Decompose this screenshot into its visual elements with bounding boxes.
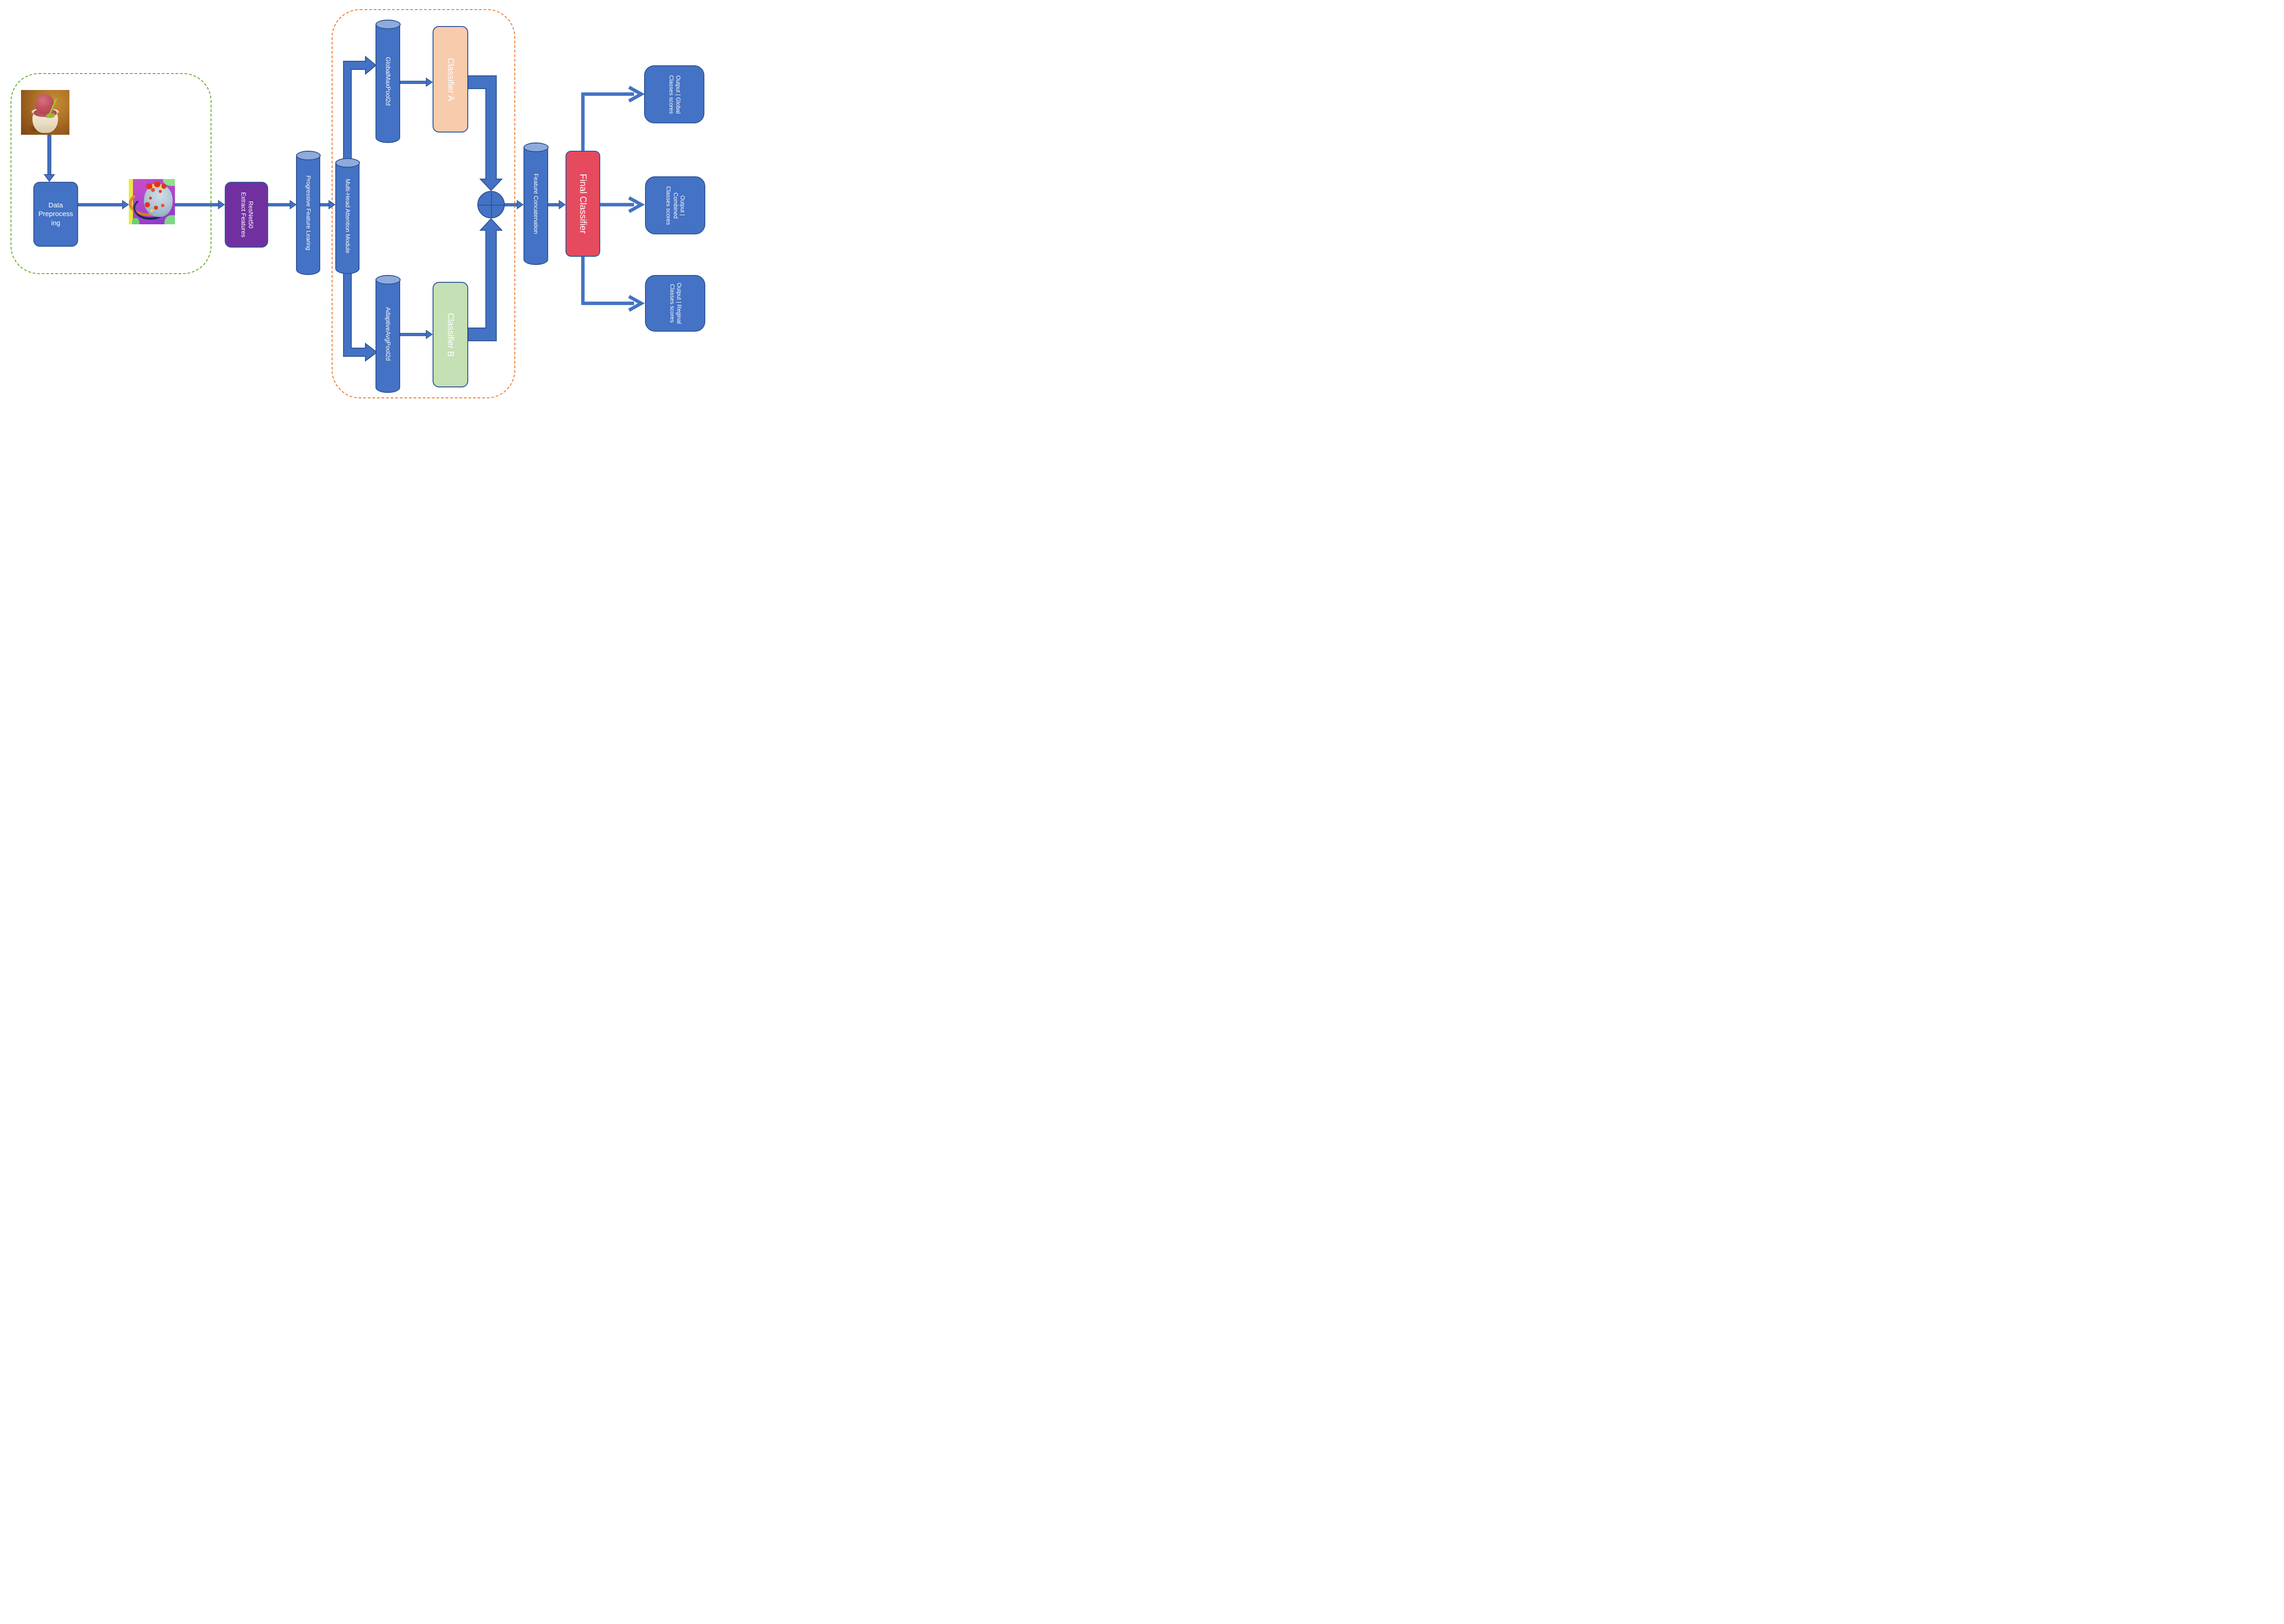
arrow-concat-to-final — [548, 200, 566, 210]
circle-plus-merge-icon — [477, 191, 505, 218]
processed-pseudocolor-image — [129, 179, 175, 224]
fat-arrow-classifier-a-to-merge — [468, 75, 503, 191]
elbow-mha-to-globalmaxpool — [343, 55, 377, 165]
node-feature-concatenation-label: Feature Concatenation — [532, 173, 539, 234]
node-output-combined: Output | Combined Classes scores — [645, 176, 705, 234]
node-adaptive-avg-pool-label: AdaptiveAvgPool2d — [385, 307, 392, 361]
processed-red-speckles — [143, 181, 173, 219]
cylinder-lid — [335, 158, 360, 168]
arrow-photo-to-preprocessing — [43, 134, 55, 182]
node-adaptive-avg-pool: AdaptiveAvgPool2d — [375, 275, 401, 393]
cylinder-lid — [296, 150, 321, 160]
fat-arrow-classifier-b-to-merge — [468, 218, 503, 341]
node-resnet50: ResNet50 Extract Features — [225, 182, 268, 248]
input-ice-cream-photo — [21, 90, 69, 135]
node-data-preprocessing-label: Data Preprocess ing — [38, 201, 73, 227]
node-progressive-feature-learning: Progressive Feature Learing — [296, 150, 321, 275]
elbow-mha-to-adaptiveavgpool — [343, 269, 378, 362]
cylinder-lid — [375, 19, 401, 29]
node-final-classifier-label: Final Classifier — [578, 174, 588, 234]
node-multi-head-attention: Multi-Head Attention Module — [335, 158, 360, 274]
arrow-processed-to-resnet — [174, 200, 225, 210]
connector-layer — [43, 55, 645, 362]
merge-vertical-chord — [491, 192, 492, 217]
node-output-combined-label: Output | Combined Classes scores — [665, 186, 686, 225]
architecture-diagram: Data Preprocess ing ResNet50 Extract Fea… — [0, 0, 722, 406]
cylinder-lid — [523, 142, 549, 152]
node-output-global: Output | Global Classes scores — [644, 65, 704, 123]
arrow-aap-to-classifier-b — [400, 329, 433, 339]
node-output-global-label: Output | Global Classes scores — [668, 75, 682, 114]
node-classifier-a-label: Classifier A — [445, 57, 455, 101]
node-final-classifier: Final Classifier — [566, 151, 600, 257]
preprocessing-group-frame — [11, 73, 211, 274]
branch-to-output-combined — [600, 196, 645, 213]
node-output-reginal-label: Output | Reginal Classes scores — [669, 282, 682, 324]
node-classifier-a: Classifier A — [433, 26, 468, 132]
node-output-reginal: Output | Reginal Classes scores — [645, 275, 705, 332]
arrow-pfl-to-mha — [320, 200, 336, 210]
node-classifier-b: Classifier B — [433, 282, 468, 387]
node-progressive-feature-learning-label: Progressive Feature Learing — [305, 175, 312, 251]
arrow-preprocessing-to-processed — [78, 200, 129, 210]
arrow-merge-to-concat — [504, 200, 524, 210]
node-feature-concatenation: Feature Concatenation — [523, 142, 549, 265]
processed-green-patch-left — [132, 218, 140, 224]
node-classifier-b-label: Classifier B — [445, 312, 455, 357]
node-data-preprocessing: Data Preprocess ing — [33, 182, 78, 247]
node-global-max-pool-label: GlobalMaxPool2d — [385, 57, 392, 106]
arrow-resnet-to-pfl — [268, 200, 297, 210]
branch-to-output-reginal — [581, 295, 645, 312]
node-global-max-pool: GlobalMaxPool2d — [375, 19, 401, 143]
cylinder-lid — [375, 275, 401, 285]
node-resnet50-label: ResNet50 Extract Features — [239, 192, 254, 238]
branch-to-output-global — [581, 85, 645, 103]
photo-leaf — [46, 113, 55, 118]
node-multi-head-attention-label: Multi-Head Attention Module — [344, 179, 351, 254]
arrow-gmp-to-classifier-a — [400, 77, 433, 87]
